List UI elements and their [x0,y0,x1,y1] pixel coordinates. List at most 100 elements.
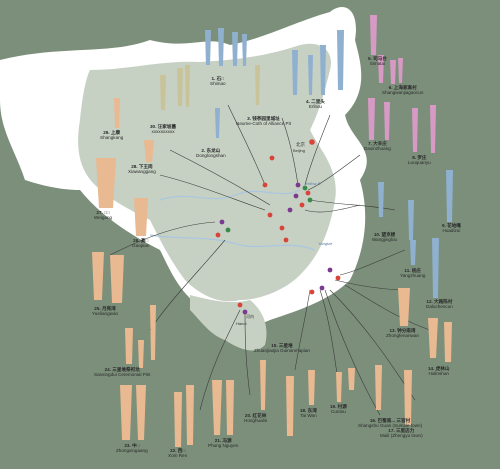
artifact-drawing [174,392,182,447]
artifact-drawing [378,55,384,83]
yangtze-river [149,234,316,251]
site-marker [299,202,305,208]
artifact-drawing [260,360,266,410]
artifact-drawing [308,55,313,95]
artifact-drawing [432,238,439,298]
artifact-drawing [134,198,148,236]
artifact-drawing [410,240,416,265]
artifact-drawing [308,370,315,405]
capital-label-cn: 北京 [296,141,305,148]
artifact-drawing [120,385,132,440]
capital-label: Beijing [293,148,305,153]
artifact-drawing [348,368,355,390]
site-marker [295,182,301,188]
hanoi-label-cn: 河内 [246,313,254,319]
artifact-drawing [292,50,298,95]
artifact-drawing [160,75,166,110]
artifact-drawing [205,30,211,65]
artifact-drawing [185,65,190,107]
site-label: 23. 中□Zhongxingaang [116,443,148,453]
site-marker [319,285,325,291]
southeast-asia [190,295,267,351]
artifact-drawing [368,98,375,140]
site-marker [283,237,289,243]
artifact-drawing [384,102,390,140]
artifact-drawing [337,30,344,90]
site-marker [215,232,221,238]
artifact-drawing [398,288,410,326]
artifact-drawing [218,28,224,66]
artifact-drawing [136,385,146,440]
artifact-drawing [255,65,260,105]
artifact-drawing [430,105,436,153]
site-markers [215,139,341,315]
artifact-drawing [215,108,220,138]
artifact-drawing [286,376,294,436]
capital-marker [309,139,315,145]
site-marker [237,302,243,308]
artifact-drawing [375,365,382,410]
artifact-drawings [92,15,453,447]
artifact-drawing [226,380,234,435]
artifact-drawing [370,15,377,55]
artifact-drawing [336,372,342,402]
artifact-drawing [428,318,438,358]
artifact-drawing [378,182,384,217]
artifact-drawing [242,34,247,66]
site-marker [269,155,275,161]
artifact-drawing [144,140,154,162]
site-marker [305,190,311,196]
artifact-drawing [444,322,452,362]
artifact-drawing [186,385,194,445]
site-label: 26. 高□Gaopian [132,238,150,248]
artifact-drawing [404,370,412,425]
hanoi-label: Hanoi [236,321,247,326]
site-marker [225,227,231,233]
artifact-drawing [114,98,120,128]
artifact-drawing [92,252,104,300]
site-marker [293,193,299,199]
yellow-river [159,189,301,201]
site-label: 22. 西□Xom Ren [168,448,188,458]
site-marker [242,309,248,315]
site-marker [302,185,308,191]
site-label: 1. 石□Shimao [210,76,226,86]
artifact-drawing [390,60,396,84]
artifact-drawing [96,158,116,208]
site-marker [307,197,313,203]
artifact-drawing [398,58,403,83]
artifact-drawing [150,305,156,360]
site-marker [287,207,293,213]
site-marker [335,275,341,281]
artifact-drawing [446,170,453,222]
site-marker [219,219,225,225]
site-marker [279,225,285,231]
artifact-drawing [110,255,124,303]
site-marker [262,182,268,188]
artifact-drawing [408,200,414,240]
site-label: 27. □□Weigang [94,210,113,220]
